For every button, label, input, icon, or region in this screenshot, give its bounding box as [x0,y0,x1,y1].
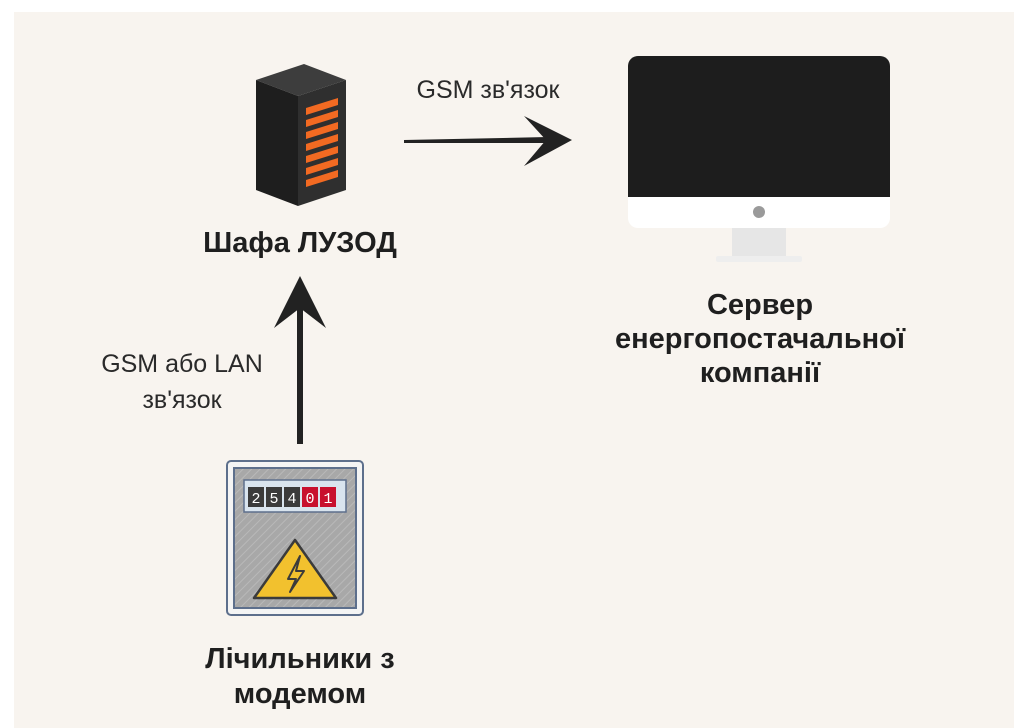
server-rack-icon [256,64,346,206]
meter-digit-3: 4 [287,491,296,508]
warning-triangle-icon [252,538,338,600]
meters-label-line-1: Лічильники з [205,643,395,675]
gsm-or-lan-label-line-1: GSM або LAN [101,350,263,378]
gsm-or-lan-edge-label: GSM або LAN зв'язок [72,346,292,419]
gsm-arrow [404,116,572,166]
lightning-bolt-icon [287,555,305,593]
meter-digit-1: 2 [251,491,260,508]
meters-label: Лічильники з модемом [150,642,450,712]
utility-server-label: Сервер енергопостачальної компанії [570,288,950,391]
electric-meter-icon: 2 5 4 0 1 [226,460,364,616]
utility-server-label-line-1: Сервер [706,289,814,321]
gsm-or-lan-label-line-2: зв'язок [142,386,222,415]
cabinet-label: Шафа ЛУЗОД [203,227,397,259]
meter-digit-2: 5 [269,491,278,508]
utility-server-label-line-2: енергопостачальної [614,323,906,356]
gsm-edge-label: GSM зв'язок [416,76,560,104]
monitor-icon [628,56,890,262]
utility-server-label-line-3: компанії [699,357,821,390]
meter-digit-5: 1 [323,491,332,508]
meters-label-line-2: модемом [233,677,367,710]
gsm-or-lan-arrow [274,276,326,444]
meter-digit-4: 0 [305,491,314,508]
